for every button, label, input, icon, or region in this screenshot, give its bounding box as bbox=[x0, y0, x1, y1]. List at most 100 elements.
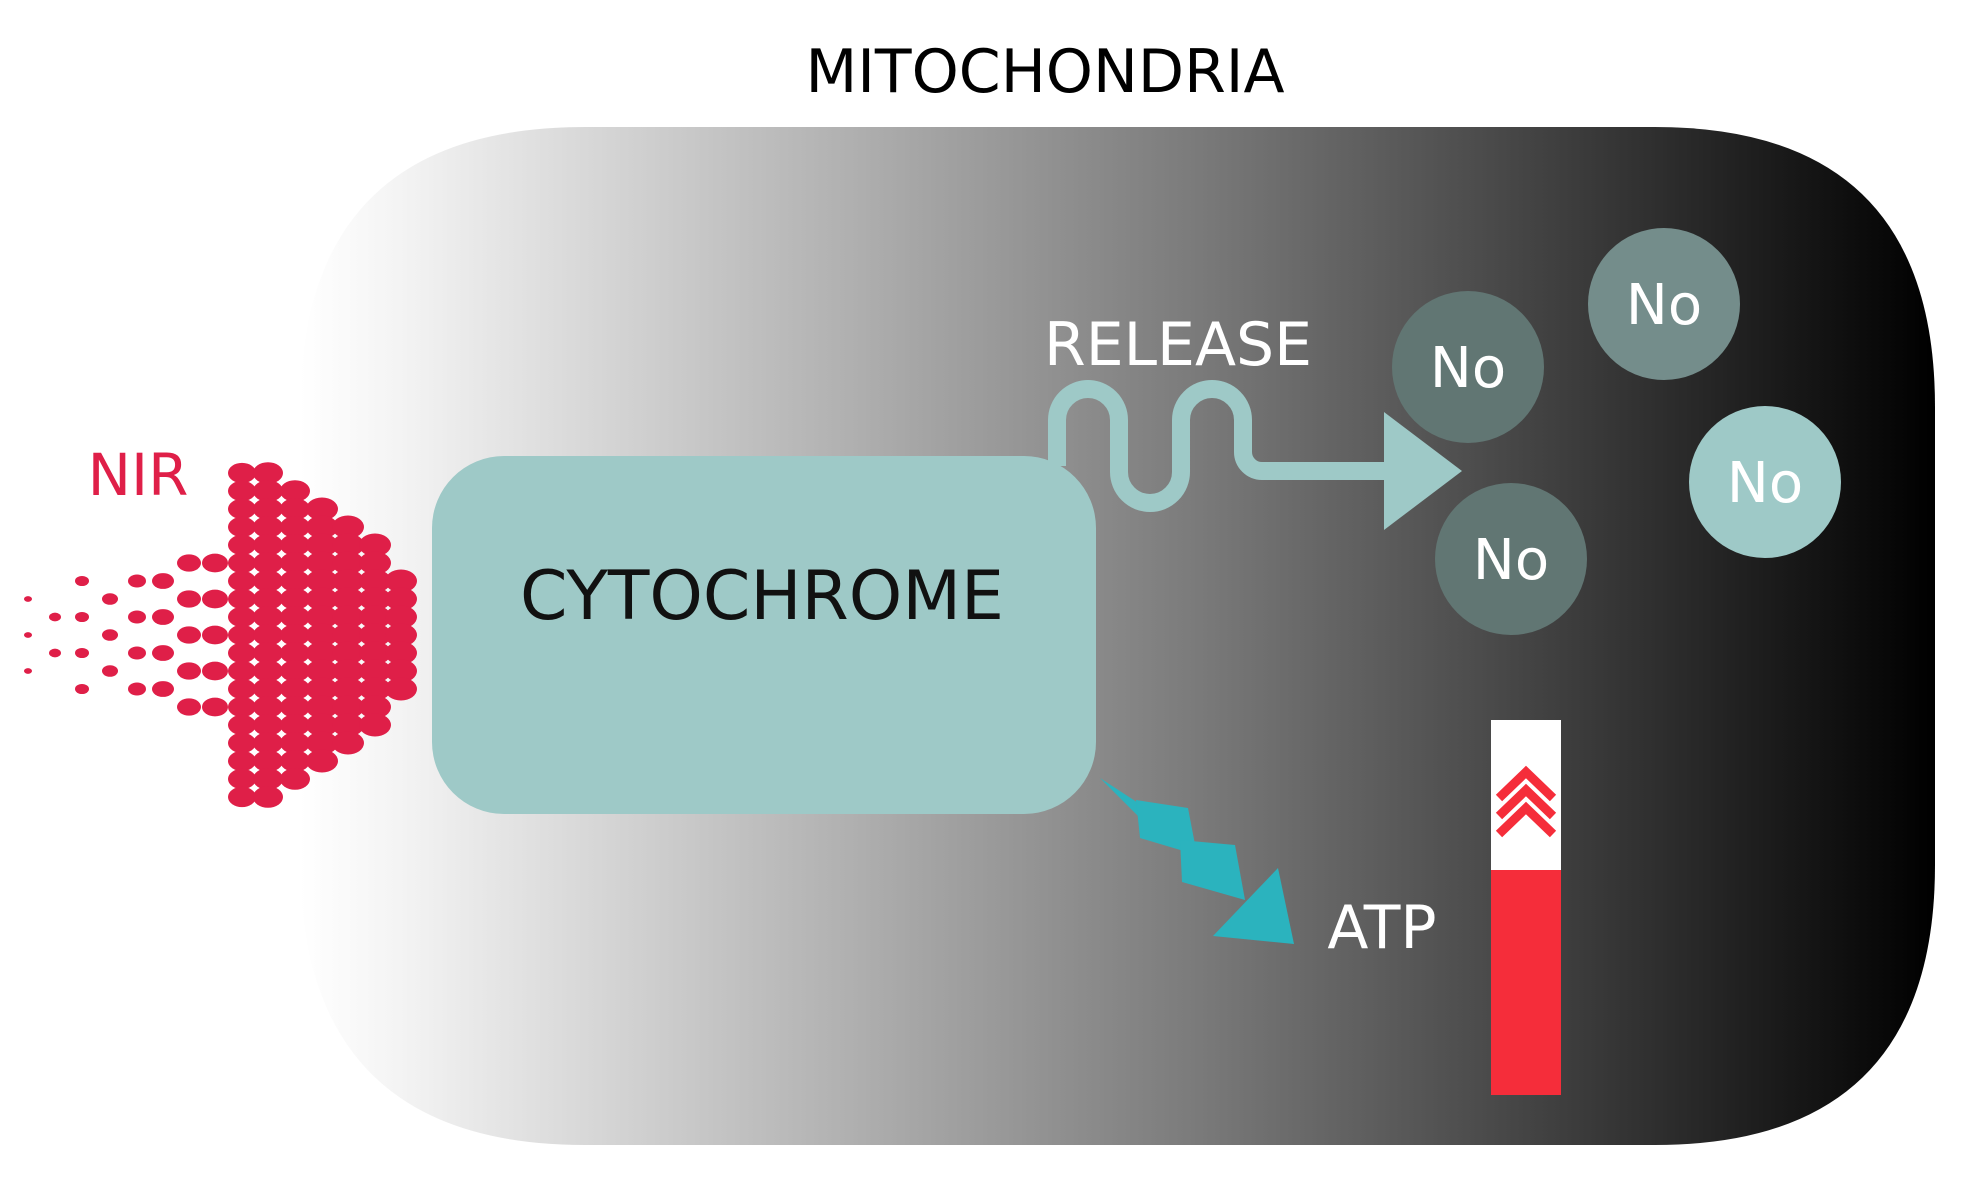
nir-dot bbox=[75, 575, 89, 587]
nir-dot bbox=[306, 677, 338, 701]
nir-dot bbox=[202, 553, 228, 573]
nir-dot bbox=[332, 695, 364, 719]
atp-arrow bbox=[1213, 868, 1294, 944]
nir-dot bbox=[102, 629, 118, 641]
nir-dot bbox=[306, 551, 338, 575]
nir-dot bbox=[332, 587, 364, 611]
nir-dot bbox=[280, 678, 310, 700]
nir-light-arrow bbox=[24, 462, 417, 808]
nir-dot bbox=[253, 606, 283, 628]
nir-dot bbox=[385, 659, 417, 683]
nir-dot bbox=[306, 641, 338, 665]
nir-dot bbox=[280, 606, 310, 628]
atp-meter-fill bbox=[1491, 870, 1561, 1095]
nir-dot bbox=[385, 569, 417, 593]
nir-dot bbox=[359, 677, 391, 701]
nir-dot bbox=[228, 642, 256, 664]
release-arrowhead bbox=[1384, 412, 1462, 530]
nir-dot bbox=[253, 696, 283, 718]
nir-dot bbox=[253, 534, 283, 556]
cytochrome-box bbox=[432, 456, 1096, 814]
nir-dot bbox=[280, 750, 310, 772]
nir-dot bbox=[306, 587, 338, 611]
nir-dot bbox=[253, 732, 283, 754]
nir-dot bbox=[280, 696, 310, 718]
nir-dot bbox=[280, 768, 310, 790]
nir-dot bbox=[228, 732, 256, 754]
nir-dot bbox=[306, 605, 338, 629]
nir-dot bbox=[202, 661, 228, 681]
nir-dot bbox=[253, 750, 283, 772]
nir-dot bbox=[228, 696, 256, 718]
nir-dot bbox=[75, 611, 89, 623]
nir-dot bbox=[306, 731, 338, 755]
nir-dot bbox=[228, 606, 256, 628]
atp-arrow bbox=[1180, 840, 1245, 900]
nir-dot bbox=[385, 623, 417, 647]
nir-dot bbox=[280, 732, 310, 754]
nir-dot bbox=[49, 648, 61, 658]
no-molecule-label: No bbox=[1727, 451, 1803, 516]
chevron-up-icon bbox=[1495, 765, 1557, 802]
nir-dot bbox=[177, 626, 201, 644]
nir-dot bbox=[280, 570, 310, 592]
nir-dot bbox=[280, 624, 310, 646]
nir-dot bbox=[228, 552, 256, 574]
nir-dot bbox=[306, 497, 338, 521]
nir-dot bbox=[128, 574, 146, 588]
no-molecule-label: No bbox=[1430, 336, 1506, 401]
release-label: RELEASE bbox=[1044, 310, 1312, 380]
atp-arrows bbox=[1100, 778, 1294, 944]
nir-dot bbox=[253, 462, 283, 484]
nir-dot bbox=[359, 551, 391, 575]
nir-dot bbox=[280, 480, 310, 502]
nir-dot bbox=[306, 749, 338, 773]
increase-chevrons-icon bbox=[1495, 765, 1557, 838]
nir-dot bbox=[253, 588, 283, 610]
nir-dot bbox=[228, 516, 256, 538]
nir-dot bbox=[359, 623, 391, 647]
nir-dot bbox=[280, 552, 310, 574]
nir-dot bbox=[228, 498, 256, 520]
nir-dot bbox=[332, 659, 364, 683]
nir-dot bbox=[253, 480, 283, 502]
nir-dot bbox=[102, 593, 118, 605]
nir-dot bbox=[385, 641, 417, 665]
nir-dot bbox=[306, 533, 338, 557]
nir-dot bbox=[332, 551, 364, 575]
nir-dot bbox=[359, 569, 391, 593]
nir-dot bbox=[202, 625, 228, 645]
nir-dot bbox=[24, 632, 32, 638]
atp-level-meter bbox=[1491, 720, 1561, 1095]
nir-dot bbox=[280, 516, 310, 538]
nir-dot bbox=[385, 605, 417, 629]
nir-dot bbox=[228, 678, 256, 700]
release-path bbox=[1048, 380, 1390, 512]
nir-dot bbox=[332, 731, 364, 755]
nir-dot bbox=[306, 569, 338, 593]
nir-dot bbox=[228, 570, 256, 592]
nir-dot bbox=[359, 641, 391, 665]
nir-dot bbox=[332, 569, 364, 593]
nir-dot bbox=[306, 659, 338, 683]
nir-dot bbox=[128, 610, 146, 624]
nir-dot bbox=[306, 623, 338, 647]
nir-dot bbox=[228, 624, 256, 646]
nir-dot bbox=[202, 697, 228, 717]
nir-dot bbox=[24, 668, 32, 674]
nir-dot bbox=[280, 642, 310, 664]
nir-dot bbox=[280, 498, 310, 520]
nir-dot bbox=[359, 533, 391, 557]
nir-dot bbox=[359, 695, 391, 719]
chevron-up-icon bbox=[1495, 801, 1557, 838]
nir-dot bbox=[332, 713, 364, 737]
nir-dot bbox=[228, 768, 256, 790]
nir-dot bbox=[253, 714, 283, 736]
nir-dot bbox=[359, 587, 391, 611]
nir-dot bbox=[177, 554, 201, 572]
nir-dot bbox=[253, 786, 283, 808]
nir-dot bbox=[253, 570, 283, 592]
nir-dot bbox=[359, 605, 391, 629]
nir-dot bbox=[332, 533, 364, 557]
